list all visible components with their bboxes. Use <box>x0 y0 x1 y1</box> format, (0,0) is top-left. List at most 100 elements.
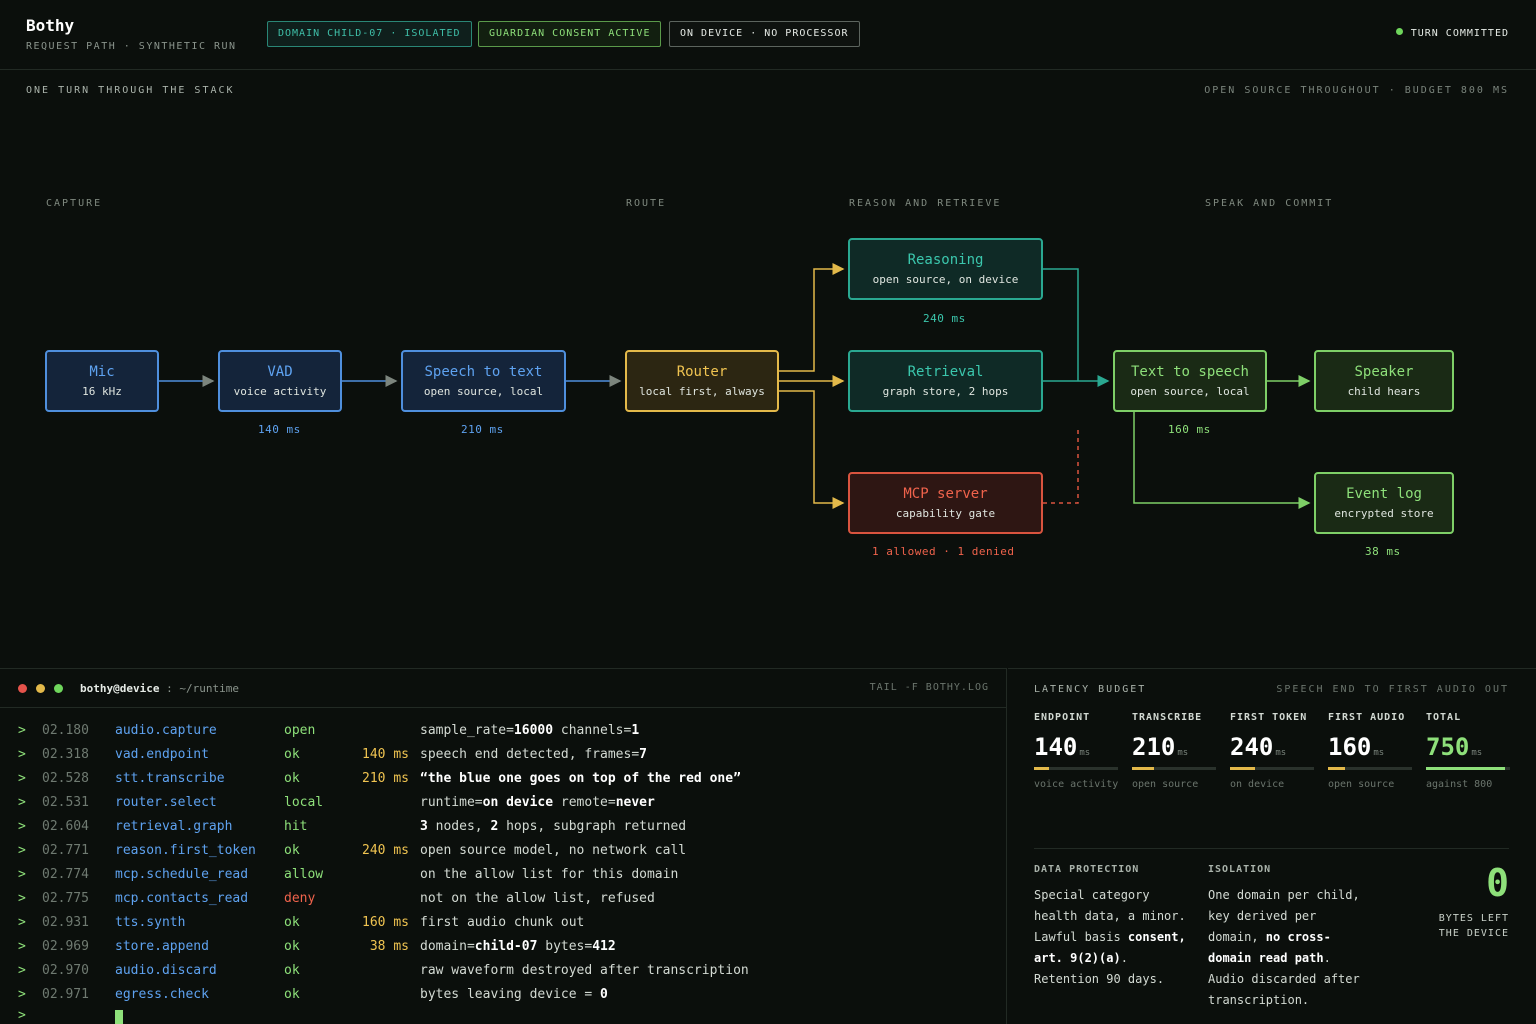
node-vad[interactable]: VAD voice activity <box>218 350 342 412</box>
log-event: store.append <box>115 939 209 954</box>
node-mic[interactable]: Mic 16 kHz <box>45 350 159 412</box>
log-event: reason.first_token <box>115 843 256 858</box>
wire-tts-eventlog <box>1133 412 1311 509</box>
log-status: ok <box>284 987 300 1002</box>
log-timestamp: 02.971 <box>42 987 89 1002</box>
node-vad-title: VAD <box>267 364 293 380</box>
node-tts-title: Text to speech <box>1130 364 1249 380</box>
node-retrieval-sub: graph store, 2 hops <box>882 385 1009 398</box>
log-timestamp: 02.531 <box>42 795 89 810</box>
bytes-left-value: 0 <box>1486 861 1509 905</box>
node-stt[interactable]: Speech to text open source, local <box>401 350 566 412</box>
log-message: runtime=on device remote=never <box>420 795 655 810</box>
log-latency: 38 ms <box>369 939 409 954</box>
log-status: ok <box>284 939 300 954</box>
stage-speak: SPEAK AND COMMIT <box>1205 198 1334 209</box>
node-retrieval-title: Retrieval <box>907 364 984 380</box>
log-timestamp: 02.774 <box>42 867 89 882</box>
log-timestamp: 02.771 <box>42 843 89 858</box>
node-reasoning-latency: 240 ms <box>923 312 966 325</box>
log-prompt: > <box>18 723 26 738</box>
node-router[interactable]: Router local first, always <box>625 350 779 412</box>
node-mcp[interactable]: MCP server capability gate <box>848 472 1043 534</box>
terminal-path: : ~/runtime <box>159 682 239 695</box>
log-status: local <box>284 795 324 810</box>
node-retrieval[interactable]: Retrieval graph store, 2 hops <box>848 350 1043 412</box>
terminal-cursor[interactable] <box>115 1010 123 1024</box>
metric-note: on device <box>1230 779 1285 790</box>
log-prompt: > <box>18 915 26 930</box>
node-tts-latency: 160 ms <box>1168 423 1211 436</box>
bytes-left-label: BYTES LEFT THE DEVICE <box>1438 913 1509 939</box>
node-mcp-sub: capability gate <box>895 507 996 520</box>
log-message: “the blue one goes on top of the red one… <box>420 771 741 786</box>
node-router-sub: local first, always <box>639 385 765 398</box>
metric-bar <box>1328 767 1412 770</box>
log-prompt: > <box>18 867 26 882</box>
isolation-body: One domain per child, key derived per do… <box>1208 888 1360 1007</box>
log-message: sample_rate=16000 channels=1 <box>420 723 640 738</box>
log-event: egress.check <box>115 987 209 1002</box>
maximize-dot-icon[interactable] <box>54 684 63 693</box>
metric-bar-fill <box>1328 767 1345 770</box>
node-tts[interactable]: Text to speech open source, local <box>1113 350 1267 412</box>
minimize-dot-icon[interactable] <box>36 684 45 693</box>
log-timestamp: 02.528 <box>42 771 89 786</box>
log-prompt: > <box>18 987 26 1002</box>
log-prompt: > <box>18 771 26 786</box>
terminal-panel[interactable]: bothy@device : ~/runtime TAIL -F BOTHY.L… <box>0 668 1007 1024</box>
node-mcp-latency: 1 allowed · 1 denied <box>872 545 1015 558</box>
log-event: tts.synth <box>115 915 186 930</box>
log-message: bytes leaving device = 0 <box>420 987 608 1002</box>
log-timestamp: 02.775 <box>42 891 89 906</box>
log-timestamp: 02.180 <box>42 723 89 738</box>
diagram-section-note: OPEN SOURCE THROUGHOUT · BUDGET 800 MS <box>1204 85 1509 96</box>
metric-label: TRANSCRIBE <box>1132 712 1203 723</box>
log-event: audio.capture <box>115 723 217 738</box>
log-timestamp: 02.604 <box>42 819 89 834</box>
node-mic-sub: 16 kHz <box>82 385 122 398</box>
node-stt-title: Speech to text <box>424 364 543 380</box>
log-event: router.select <box>115 795 217 810</box>
node-eventlog-sub: encrypted store <box>1334 507 1434 520</box>
wire-router-mcp <box>779 390 845 509</box>
log-message: 3 nodes, 2 hops, subgraph returned <box>420 819 687 834</box>
terminal-prompt: > <box>18 1008 26 1023</box>
panel-divider <box>1034 848 1509 849</box>
metric-unit: ms <box>1177 748 1189 758</box>
node-speaker[interactable]: Speaker child hears <box>1314 350 1454 412</box>
log-event: retrieval.graph <box>115 819 233 834</box>
metric-note: against 800 <box>1426 779 1493 790</box>
log-event: mcp.schedule_read <box>115 867 249 882</box>
close-dot-icon[interactable] <box>18 684 27 693</box>
stage-reason: REASON AND RETRIEVE <box>849 198 1002 209</box>
log-message: first audio chunk out <box>420 915 585 930</box>
metric-note: open source <box>1328 779 1395 790</box>
latency-budget-panel: LATENCY BUDGET SPEECH END TO FIRST AUDIO… <box>1008 668 1536 1024</box>
log-timestamp: 02.970 <box>42 963 89 978</box>
metric-label: ENDPOINT <box>1034 712 1091 723</box>
log-event: stt.transcribe <box>115 771 225 786</box>
log-latency: 140 ms <box>362 747 409 762</box>
log-message: domain=child-07 bytes=412 <box>420 939 616 954</box>
node-reasoning[interactable]: Reasoning open source, on device <box>848 238 1043 300</box>
metric-bar <box>1426 767 1510 770</box>
log-status: hit <box>284 819 308 834</box>
log-event: mcp.contacts_read <box>115 891 249 906</box>
node-eventlog[interactable]: Event log encrypted store <box>1314 472 1454 534</box>
log-status: ok <box>284 843 300 858</box>
log-prompt: > <box>18 891 26 906</box>
wire-reasoning-merge <box>1043 268 1079 381</box>
node-mcp-title: MCP server <box>903 486 988 502</box>
metric-bar <box>1034 767 1118 770</box>
metric-bar <box>1230 767 1314 770</box>
